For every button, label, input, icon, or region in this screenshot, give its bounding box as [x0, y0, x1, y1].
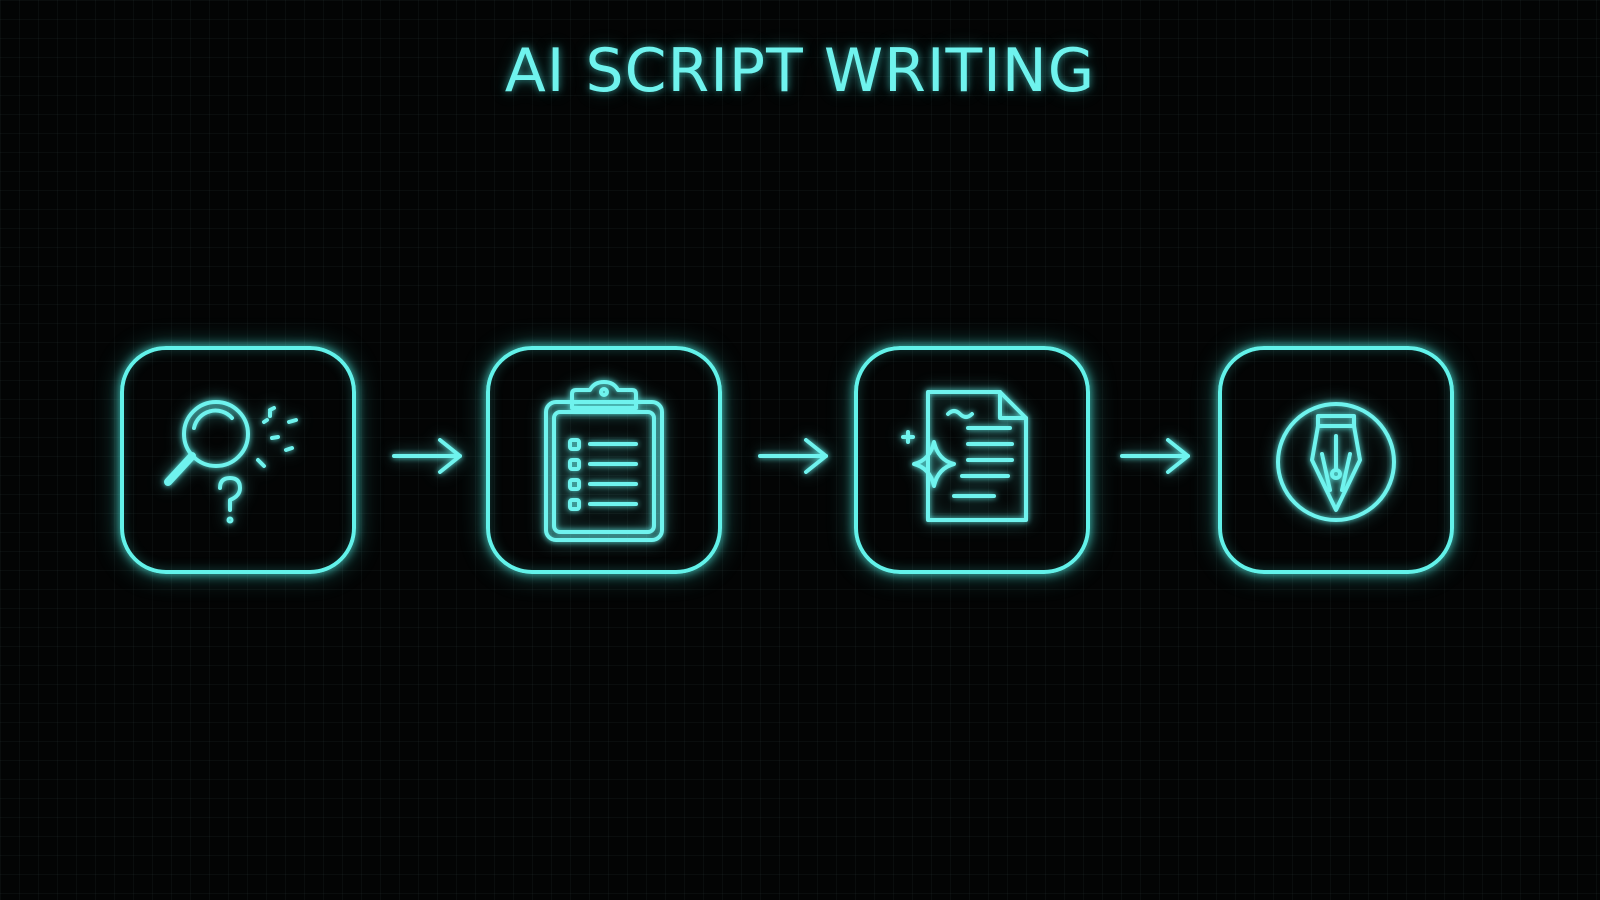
step-outline	[486, 346, 722, 574]
step-final-script	[1218, 346, 1454, 574]
diagram-title: AI SCRIPT WRITING	[504, 36, 1096, 106]
arrow-right-icon	[392, 438, 462, 474]
arrow-right-icon	[1120, 438, 1190, 474]
step-research	[120, 346, 356, 574]
ai-sparkle-document-icon	[901, 390, 1028, 522]
research-magnifier-question-icon	[164, 400, 298, 524]
clipboard-checklist-icon	[544, 380, 664, 542]
fountain-pen-nib-icon	[1276, 402, 1396, 522]
arrow-right-icon	[758, 438, 828, 474]
step-ai-draft	[854, 346, 1090, 574]
